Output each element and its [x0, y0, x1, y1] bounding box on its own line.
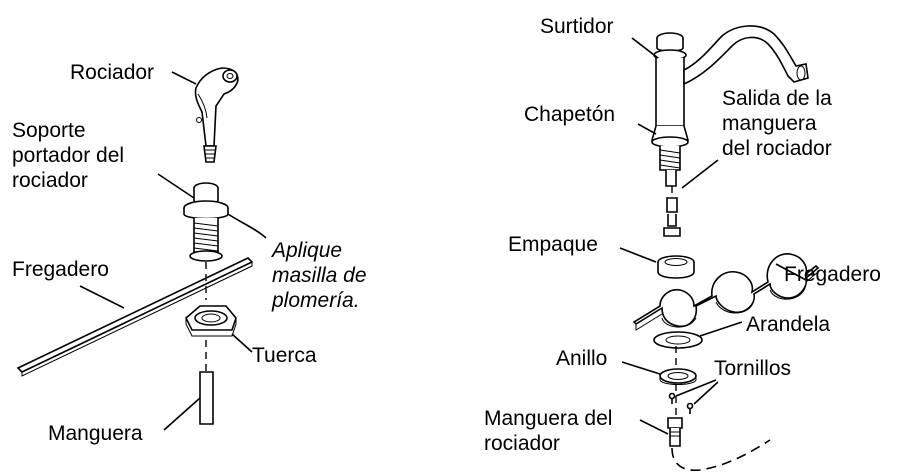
leader-fregadero-right — [775, 263, 807, 281]
label-fregadero-left: Fregadero — [12, 258, 109, 281]
label-anillo: Anillo — [556, 347, 608, 370]
label-arandela: Arandela — [746, 313, 831, 336]
label-chapeton: Chapetón — [524, 103, 616, 126]
label-salida: Salida de la manguera del rociador — [722, 87, 832, 160]
label-fregadero-right: Fregadero — [784, 263, 881, 286]
leader-tuerca — [231, 333, 253, 353]
leader-soporte — [157, 173, 195, 199]
label-soporte: Soporte portador del rociador — [12, 119, 125, 192]
leader-empaque — [619, 247, 657, 263]
leader-anillo — [621, 361, 661, 375]
label-empaque: Empaque — [508, 233, 598, 256]
leader-aplique — [227, 213, 267, 239]
label-rociador: Rociador — [70, 61, 155, 84]
leader-surtidor — [631, 37, 659, 59]
label-tuerca: Tuerca — [252, 344, 317, 367]
label-manguera-rociador: Manguera del rociador — [484, 407, 613, 455]
gasket-drawing — [657, 255, 695, 279]
label-tornillos: Tornillos — [714, 357, 792, 380]
leader-salida — [681, 159, 719, 189]
leader-tornillos — [675, 379, 719, 405]
leader-fregadero-left — [79, 285, 125, 309]
sink-edge-left-drawing — [16, 257, 254, 377]
label-aplique: Aplique masilla de plomería. — [272, 239, 367, 312]
leader-manguera — [163, 397, 201, 431]
leader-arandela — [699, 321, 743, 337]
leader-chapeton — [637, 123, 657, 135]
ring-drawing — [659, 368, 697, 385]
leader-manguera-rociador — [639, 419, 669, 435]
faucet-drawing — [650, 25, 809, 237]
sink-deck-right-drawing — [632, 253, 820, 331]
screws-drawing — [668, 392, 694, 414]
nut-drawing — [185, 305, 237, 337]
sprayer-hose-right-drawing — [667, 346, 771, 472]
label-manguera: Manguera — [48, 422, 143, 445]
label-surtidor: Surtidor — [540, 15, 614, 38]
sprayer-head-drawing — [194, 67, 239, 163]
hose-drawing — [199, 371, 214, 425]
leader-rociador — [171, 71, 197, 85]
washer-drawing — [653, 331, 703, 349]
sprayer-holder-drawing — [183, 182, 229, 262]
